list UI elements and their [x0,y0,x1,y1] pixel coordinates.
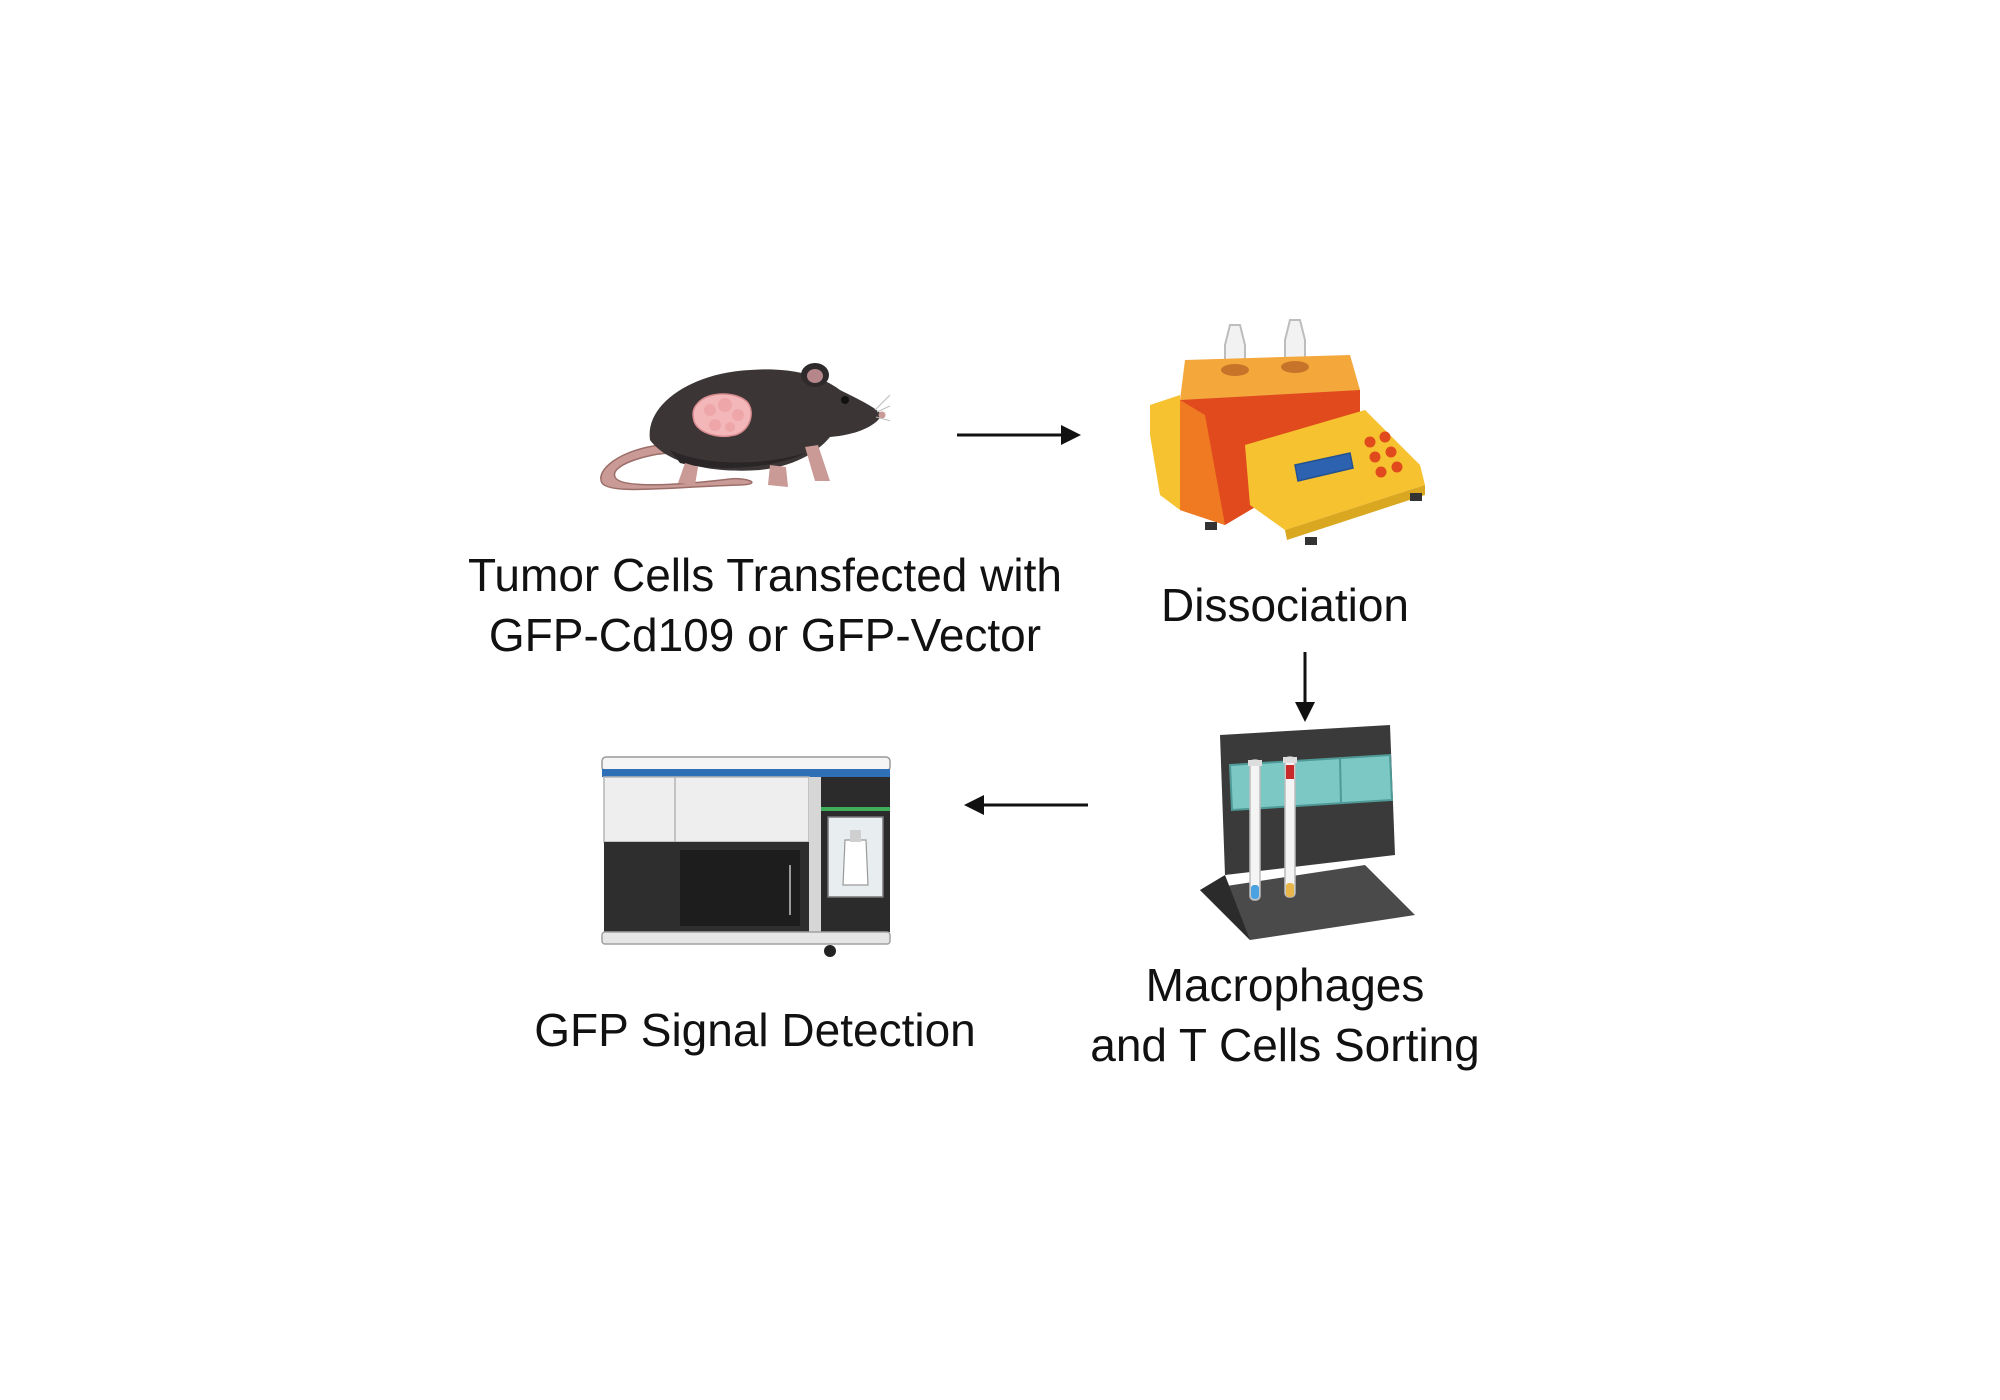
magnetic-cell-separator-icon [1190,725,1430,940]
step-label-gfp-detection: GFP Signal Detection [490,1000,1020,1060]
step-label-line: GFP-Cd109 or GFP-Vector [488,609,1042,661]
dissociator-illustration [1150,319,1425,545]
step-label-tumor-cells: Tumor Cells Transfected with GFP-Cd109 o… [435,545,1095,665]
step-label-line: Macrophages [1145,959,1425,1011]
separator-illustration [1200,725,1415,940]
flow-cytometer-icon [600,755,895,960]
step-label-line: Tumor Cells Transfected with [468,549,1062,601]
step-label-line: GFP Signal Detection [534,1004,976,1056]
tissue-dissociator-icon [1145,315,1435,550]
arrow-right [957,425,1081,445]
step-label-sorting: Macrophages and T Cells Sorting [1060,955,1510,1075]
mouse-illustration [600,363,893,491]
mouse-icon [590,355,893,495]
step-label-line: and T Cells Sorting [1090,1019,1480,1071]
step-label-line: Dissociation [1161,579,1409,631]
cytometer-illustration [601,756,891,957]
arrow-down [1295,652,1315,722]
arrow-left [964,795,1088,815]
step-label-dissociation: Dissociation [1135,575,1435,635]
